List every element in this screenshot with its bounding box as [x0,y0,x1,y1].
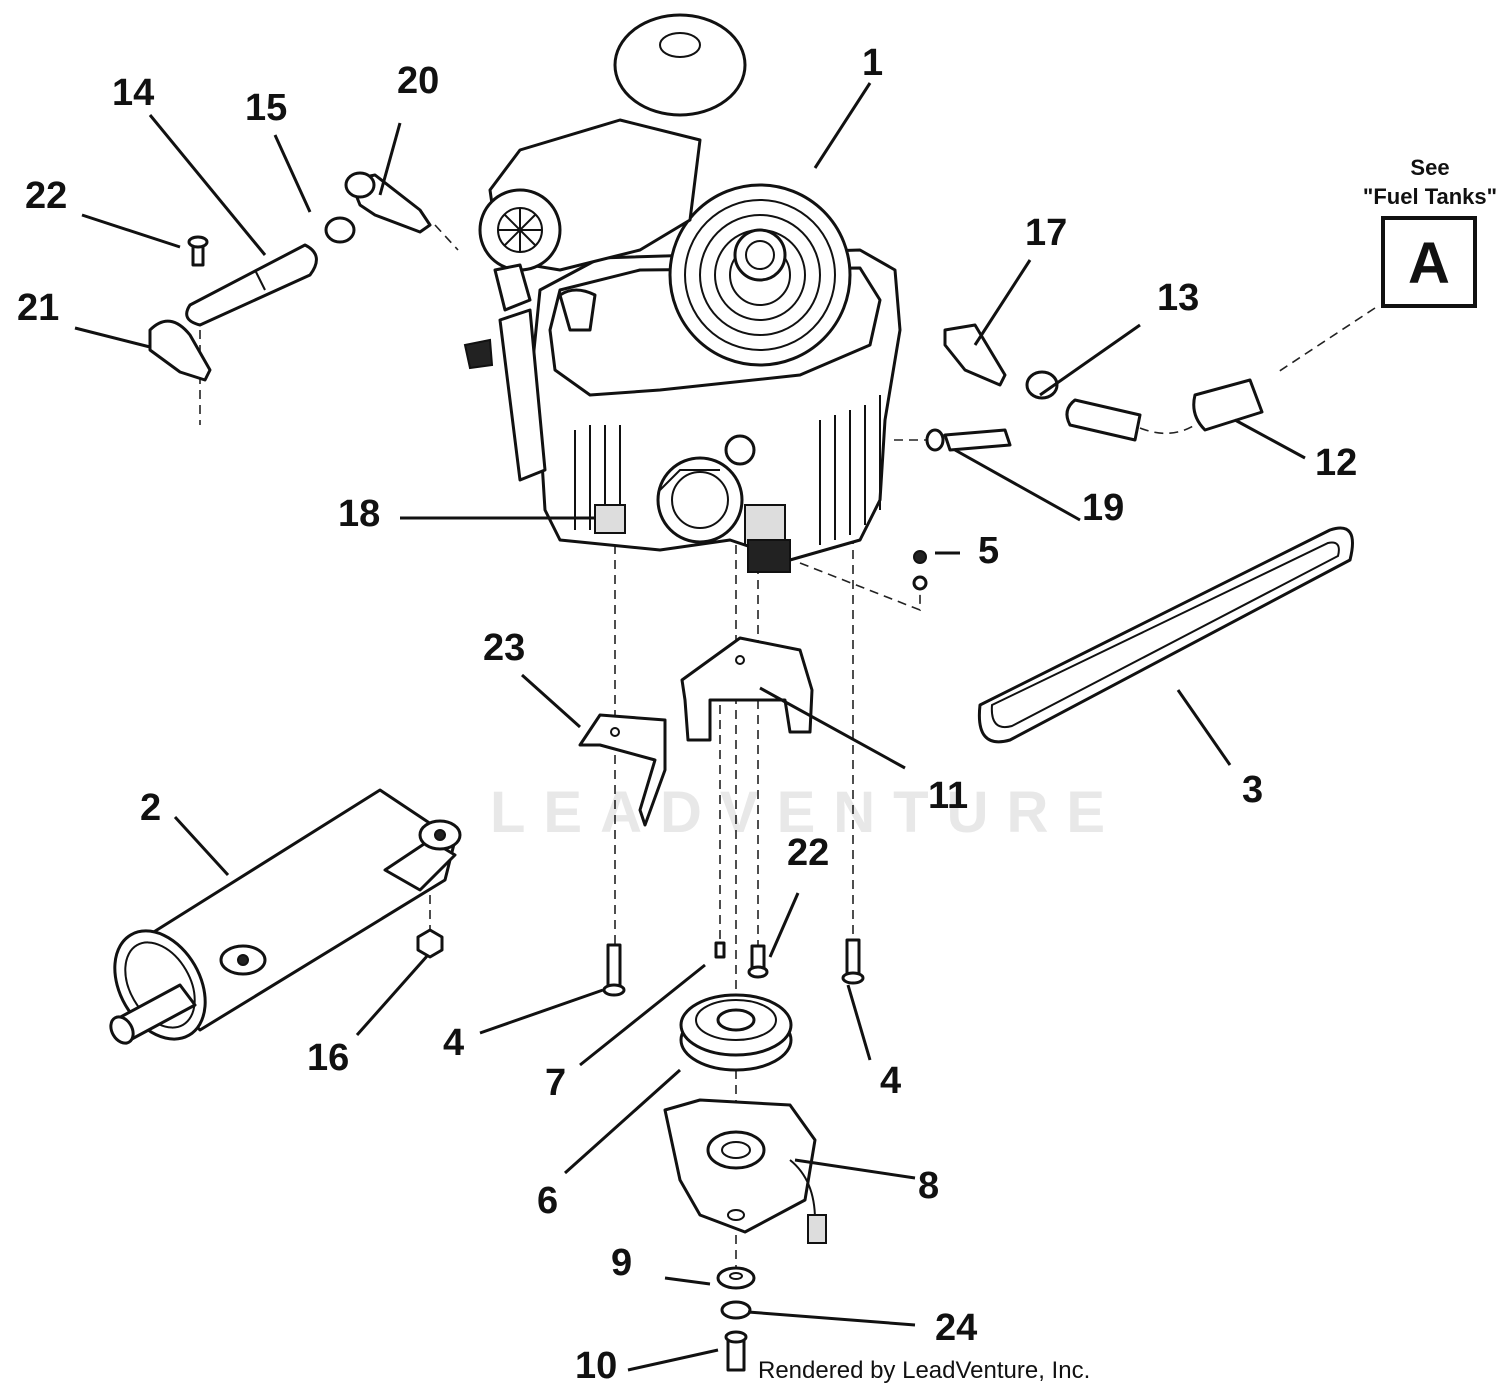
hardware [148,171,1264,1372]
watermark: LEADVENTURE [490,780,1123,845]
callout-16: 16 [307,1037,349,1079]
callout-24: 24 [935,1307,977,1349]
callout-12: 12 [1315,442,1357,484]
pto-clutch [663,1098,827,1244]
callout-19: 19 [1082,487,1124,529]
fuel-tanks-reference[interactable]: See "Fuel Tanks" A [1363,155,1497,308]
callout-10: 10 [575,1345,617,1387]
shield-11 [680,636,814,742]
callout-numbers: 1 2 3 4 4 5 6 7 8 9 10 11 12 13 14 15 16… [17,42,1357,1387]
render-credit: Rendered by LeadVenture, Inc. [758,1357,1090,1384]
callout-1: 1 [862,42,883,84]
callout-3: 3 [1242,769,1263,811]
callout-14: 14 [112,72,154,114]
callout-21: 21 [17,287,59,329]
callout-23: 23 [483,627,525,669]
pulley [679,993,793,1072]
callout-5: 5 [978,530,999,572]
drive-belt [977,526,1354,744]
bracket-23 [578,713,667,827]
callout-15: 15 [245,87,287,129]
reference-target-label: "Fuel Tanks" [1363,184,1497,209]
reference-box[interactable] [1381,216,1477,308]
callout-9: 9 [611,1242,632,1284]
reference-see-label: See [1410,155,1449,180]
engine-illustration [463,13,902,573]
callout-20: 20 [397,60,439,102]
callout-4-right: 4 [880,1060,901,1102]
reference-letter: A [1408,231,1450,296]
callout-22-top: 22 [25,175,67,217]
callout-6: 6 [537,1180,558,1222]
callout-4-left: 4 [443,1022,464,1064]
muffler [109,788,462,1045]
callout-18: 18 [338,493,380,535]
leader-lines [74,82,1306,1372]
callout-7: 7 [545,1062,566,1104]
callout-17: 17 [1025,212,1067,254]
callout-8: 8 [918,1165,939,1207]
callout-2: 2 [140,787,161,829]
callout-22-bottom: 22 [787,832,829,874]
callout-11: 11 [928,775,968,817]
callout-13: 13 [1157,277,1199,319]
